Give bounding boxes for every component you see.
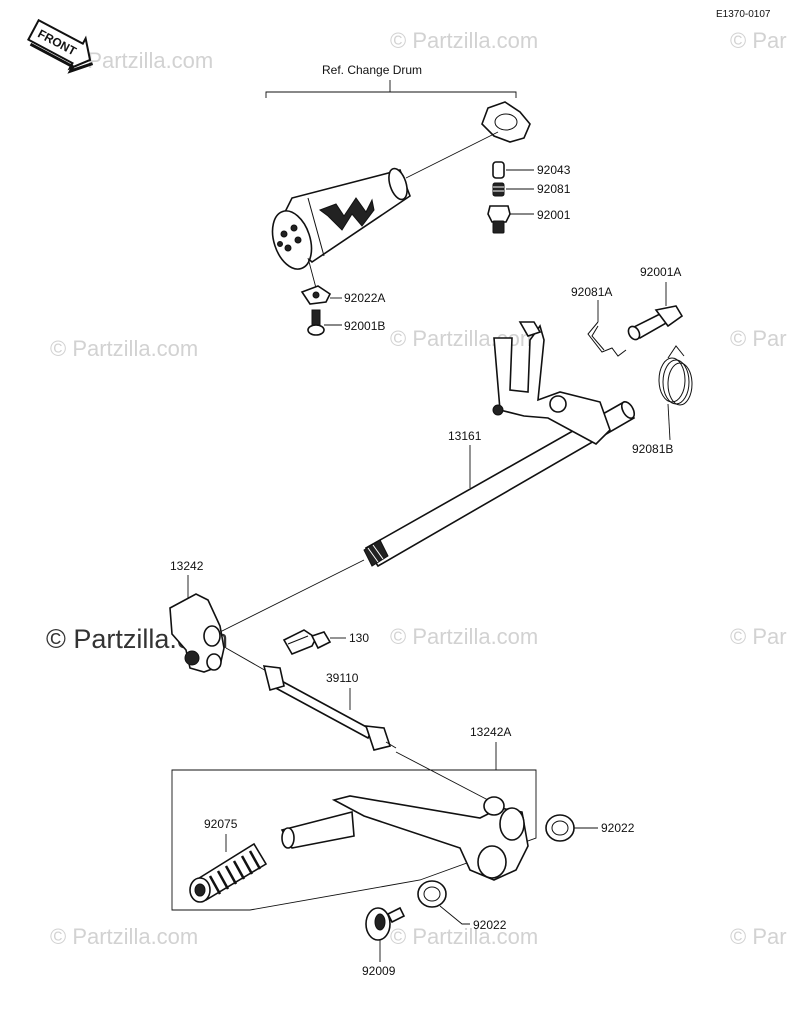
part-label-13161: 13161 (448, 429, 482, 443)
washer-92022-upper (545, 814, 575, 842)
bolt-130 (282, 629, 332, 656)
assembly-line (395, 751, 489, 801)
watermark: © Partzilla.com (50, 336, 198, 361)
ref-bracket (265, 91, 517, 98)
part-label-92081B: 92081B (632, 442, 673, 456)
watermark: © Partzilla.com (390, 624, 538, 649)
spring-92081 (492, 182, 505, 197)
plate-92022A (300, 285, 332, 305)
bolt-92001 (487, 205, 511, 234)
screw-92001B (307, 309, 325, 336)
shift-pedal (280, 795, 529, 881)
shift-shaft (363, 400, 636, 568)
watermark: © Par (730, 28, 787, 53)
watermark: © Partzilla.com (390, 924, 538, 949)
leader-line (439, 905, 470, 925)
part-label-92022A: 92022A (344, 291, 385, 305)
diagram-code: E1370-0107 (716, 9, 771, 20)
part-label-92043: 92043 (537, 163, 571, 177)
part-label-130: 130 (349, 631, 369, 645)
watermark: © Par (730, 326, 787, 351)
spring-92081B (658, 345, 693, 406)
part-label-92081A: 92081A (571, 285, 612, 299)
part-label-92081: 92081 (537, 182, 571, 196)
drum-star-plate (481, 101, 531, 143)
part-label-92022-lower: 92022 (473, 918, 507, 932)
part-label-92022-upper: 92022 (601, 821, 635, 835)
part-label-13242: 13242 (170, 559, 204, 573)
part-label-92001: 92001 (537, 208, 571, 222)
watermark: © Par (730, 924, 787, 949)
shift-lever-clamp (169, 593, 225, 673)
leader-line (667, 403, 671, 441)
part-label-92075: 92075 (204, 817, 238, 831)
shift-arm (492, 321, 611, 445)
assembly-line (225, 647, 269, 673)
ref-change-drum-label: Ref. Change Drum (322, 63, 422, 77)
leader-line (307, 257, 317, 289)
watermark: © Partzilla.com (390, 28, 538, 53)
pedal-rubber (189, 842, 268, 903)
part-label-92001A: 92001A (640, 265, 681, 279)
watermarks: © Partzilla.com © Partzilla.com © Par © … (46, 28, 787, 949)
part-label-13242A: 13242A (470, 725, 511, 739)
assembly-line (211, 559, 365, 637)
change-drum (271, 167, 411, 270)
pin-92043 (492, 161, 505, 179)
spring-92081A (587, 321, 627, 357)
tie-rod (262, 665, 397, 751)
watermark: © Par (730, 624, 787, 649)
watermark: © Partzilla.com (390, 326, 538, 351)
watermark: © Partzilla.com (50, 924, 198, 949)
part-label-39110: 39110 (326, 671, 359, 685)
washer-92022-lower (417, 880, 447, 908)
leader-line (405, 131, 499, 179)
pedal-group-outline (171, 769, 537, 911)
screw-92009 (365, 906, 406, 941)
part-label-92001B: 92001B (344, 319, 385, 333)
part-label-92009: 92009 (362, 964, 396, 978)
bolt-92001A (627, 305, 684, 341)
